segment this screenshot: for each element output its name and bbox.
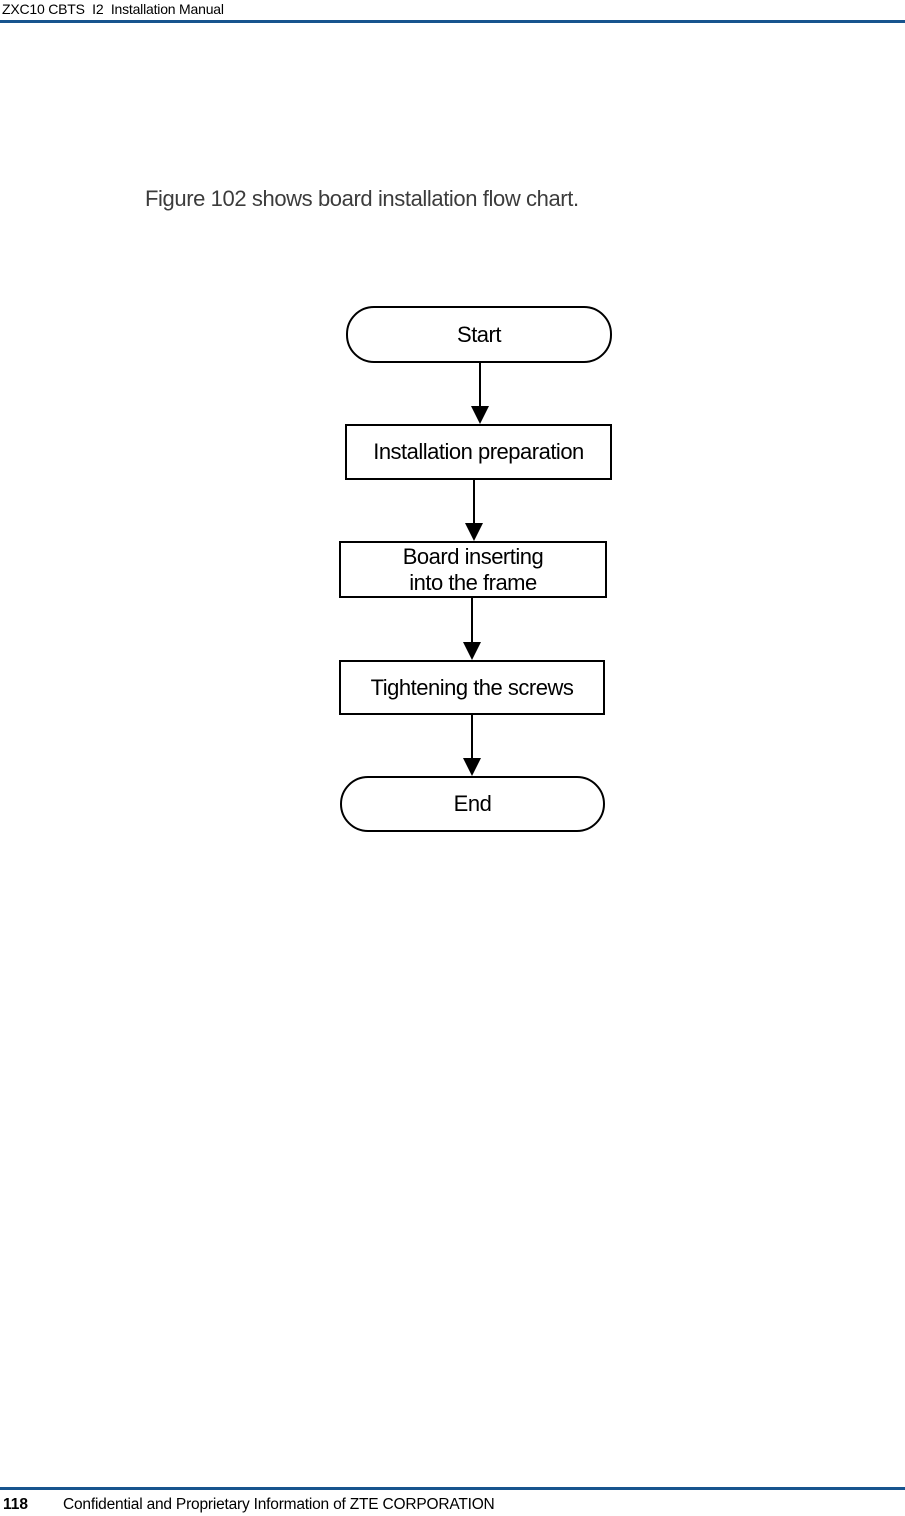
page-number: 118 (3, 1496, 29, 1513)
flowchart-node-board-inserting: Board inserting into the frame (339, 541, 607, 598)
flowchart-node-start: Start (346, 306, 612, 363)
arrow-down-icon (463, 715, 481, 776)
arrowhead-icon (465, 523, 483, 541)
arrow-shaft (471, 715, 473, 758)
flowchart-node-end: End (340, 776, 605, 832)
arrowhead-icon (463, 642, 481, 660)
header-divider (0, 20, 905, 23)
figure-caption: Figure 102 shows board installation flow… (145, 186, 579, 211)
arrow-shaft (471, 598, 473, 642)
header-title: ZXC10 CBTS I2 Installation Manual (2, 1, 224, 17)
arrow-down-icon (463, 598, 481, 660)
arrow-shaft (479, 363, 481, 406)
arrowhead-icon (463, 758, 481, 776)
arrow-down-icon (471, 363, 489, 424)
arrow-shaft (473, 480, 475, 523)
arrowhead-icon (471, 406, 489, 424)
footer-confidentiality-text: Confidential and Proprietary Information… (63, 1496, 495, 1513)
arrow-down-icon (465, 480, 483, 541)
footer-divider (0, 1487, 905, 1490)
flowchart-node-tightening-screws: Tightening the screws (339, 660, 605, 715)
flowchart-node-installation-preparation: Installation preparation (345, 424, 612, 480)
